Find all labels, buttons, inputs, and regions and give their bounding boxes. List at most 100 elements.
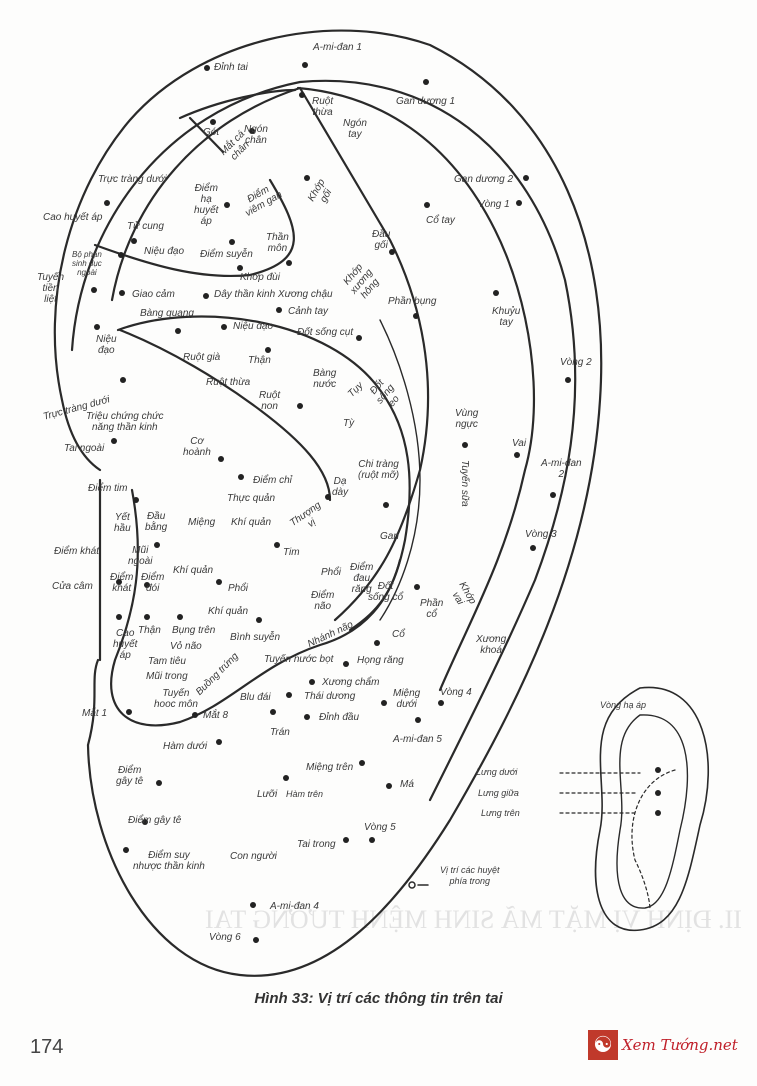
label: Tai ngoài <box>64 443 105 454</box>
label: Ngón tay <box>343 118 367 140</box>
label: Chi tràng (ruột mỡ) <box>358 459 400 481</box>
inner-point-symbol <box>408 881 429 889</box>
label: Điểm não <box>311 590 335 612</box>
label: Gan <box>380 531 399 542</box>
logo-text: Xem Tướng.net <box>622 1036 738 1054</box>
label: Vòng 2 <box>560 357 592 368</box>
label: Vị trí các huyệt phía trong <box>440 865 500 886</box>
antihelix-inner <box>178 86 430 622</box>
label: Trực tràng dưới <box>98 174 167 185</box>
label: Xương chẩm <box>322 677 380 688</box>
spine <box>379 319 421 621</box>
label: Dây thần kinh Xương chậu <box>214 289 333 300</box>
label: Má <box>400 779 414 790</box>
label: Bộ phận sinh dục ngoài <box>72 250 102 277</box>
label: Thận <box>138 625 161 636</box>
tragus-line <box>98 478 402 727</box>
label: Thái dương <box>304 691 356 702</box>
label: Bụng trên <box>172 625 216 636</box>
label: Họng răng <box>357 655 404 666</box>
label: Khớp đùi <box>240 272 280 283</box>
label: Mũi trong <box>146 671 188 682</box>
label: Lưng giữa <box>478 788 519 798</box>
label: Hàm trên <box>286 789 324 799</box>
label: Đốt sống cổ <box>368 581 404 603</box>
label: Cổ tay <box>426 215 455 226</box>
label: Miệng <box>188 517 216 528</box>
label: Khí quản <box>208 606 249 617</box>
label: Tuyến tiền liệt <box>37 272 65 305</box>
label: Lưng trên <box>481 808 520 818</box>
page-number: 174 <box>30 1036 64 1058</box>
label: Phổi <box>321 567 342 578</box>
label: Con người <box>230 851 277 862</box>
label: Hàm dưới <box>163 741 208 752</box>
label: Gót <box>203 127 220 138</box>
label: Xương khoá <box>476 634 507 656</box>
label: Ruột già <box>183 352 221 363</box>
label: Yết hầu <box>114 512 131 534</box>
label: Thận <box>248 355 271 366</box>
label: A-mi-đan 2 <box>541 458 582 480</box>
label: Khí quản <box>231 517 272 528</box>
label: Niệu đạo <box>96 334 117 356</box>
label: Tuyến sữa <box>459 460 470 507</box>
label: Tam tiêu <box>148 656 186 667</box>
label: Ruột non <box>259 390 281 412</box>
label: Khuỷu tay <box>492 306 521 328</box>
label: Vòng 1 <box>478 199 510 210</box>
label: A-mi-đan 5 <box>393 734 442 745</box>
label: Dạ dày <box>332 476 349 498</box>
label: Giao cảm <box>132 289 175 300</box>
label: Đỉnh đầu <box>319 712 360 723</box>
label: Tử cung <box>127 221 164 232</box>
label: Miệng dưới <box>393 688 421 710</box>
label: Ruột thừa <box>206 377 251 388</box>
label: Blu đái <box>240 692 271 703</box>
label: Bàng nước <box>313 368 337 390</box>
concha-line <box>118 328 332 502</box>
label: Cao huyết áp <box>43 212 103 223</box>
label: Đốt sống cụt <box>297 327 354 338</box>
label: Vòng hạ áp <box>600 700 647 710</box>
lobe-line <box>86 658 100 747</box>
label: Mắt 8 <box>203 710 229 721</box>
label: Điểm khát <box>54 546 100 557</box>
label: Vòng 5 <box>364 822 396 833</box>
figure-caption: Hình 33: Vị trí các thông tin trên tai <box>254 990 503 1007</box>
label: Cổ <box>392 629 405 640</box>
label: Vai <box>512 438 527 449</box>
label: Phần bụng <box>388 296 437 307</box>
label: A-mi-đan 4 <box>270 901 319 912</box>
label: Lưng dưới <box>476 767 518 777</box>
label: Miệng trên <box>306 762 354 773</box>
label: Lưỡi <box>257 789 278 800</box>
label: Khí quản <box>173 565 214 576</box>
helix-inner-line <box>70 79 577 802</box>
site-logo: ☯ Xem Tướng.net <box>588 1030 738 1060</box>
label: Điểm gây tê <box>116 765 144 787</box>
label: Cửa câm <box>52 581 93 592</box>
label: Điểm tim <box>88 483 128 494</box>
label: Điểm suyễn <box>200 249 253 260</box>
label: Phần cổ <box>420 598 444 620</box>
label: Thực quản <box>227 493 276 504</box>
yin-yang-icon: ☯ <box>588 1030 618 1060</box>
label: Điểm đau răng <box>350 562 374 595</box>
label: Tuyến hooc môn <box>154 688 198 710</box>
acupoint-dots <box>91 62 661 943</box>
label: Mắt 1 <box>82 708 108 719</box>
label: Niệu đạo <box>144 246 185 257</box>
label: Vòng 3 <box>525 529 557 540</box>
label: Điểm đói <box>141 572 165 594</box>
label: Trán <box>270 727 290 738</box>
label: Gan dương 2 <box>454 174 514 185</box>
label: A-mi-đan 1 <box>313 42 362 53</box>
cymba-line <box>93 178 295 278</box>
label: Điểm gây tê <box>128 815 182 826</box>
label: Thần môn <box>266 232 289 254</box>
small-ear-dashed <box>559 769 676 911</box>
label: Ruột thừa <box>312 96 334 118</box>
